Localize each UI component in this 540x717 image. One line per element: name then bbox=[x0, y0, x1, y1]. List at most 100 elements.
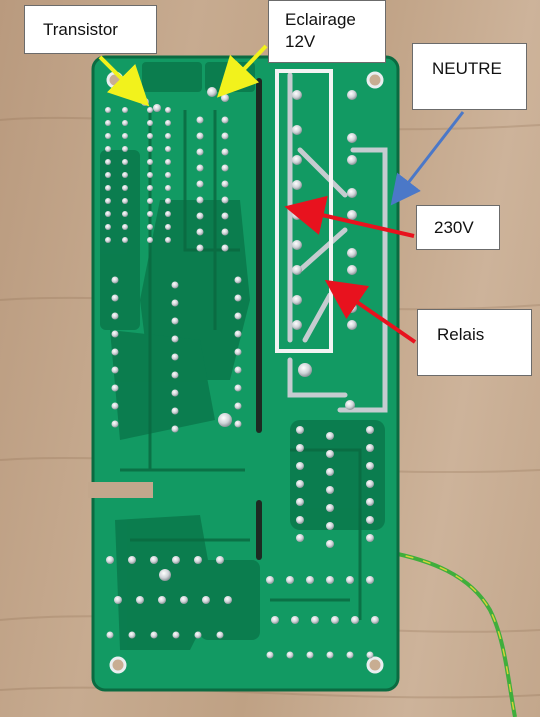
solder-pad bbox=[122, 159, 128, 165]
solder-pad bbox=[366, 534, 374, 542]
solder-pad bbox=[147, 211, 153, 217]
solder-pad bbox=[194, 631, 202, 639]
solder-pad bbox=[296, 534, 304, 542]
solder-pad bbox=[311, 616, 319, 624]
solder-pad bbox=[105, 211, 111, 217]
solder-pad bbox=[292, 155, 302, 165]
solder-pad bbox=[105, 159, 111, 165]
solder-pad bbox=[165, 211, 171, 217]
callout-transistor: Transistor bbox=[24, 5, 157, 54]
solder-pad bbox=[147, 237, 153, 243]
solder-pad bbox=[172, 631, 180, 639]
solder-pad bbox=[366, 651, 374, 659]
solder-pad bbox=[326, 432, 334, 440]
solder-pad bbox=[147, 133, 153, 139]
solder-pad bbox=[266, 651, 274, 659]
solder-pad bbox=[196, 164, 204, 172]
solder-pad bbox=[234, 312, 242, 320]
solder-pad bbox=[296, 462, 304, 470]
solder-pad bbox=[194, 556, 202, 564]
solder-pad bbox=[291, 616, 299, 624]
solder-pad bbox=[111, 312, 119, 320]
solder-pad bbox=[171, 335, 179, 343]
ground-wire-stripe bbox=[387, 551, 516, 717]
solder-pad bbox=[196, 132, 204, 140]
solder-pad bbox=[347, 248, 357, 258]
relay-highlight-box bbox=[275, 69, 333, 353]
callout-neutre: NEUTRE bbox=[412, 43, 527, 110]
solder-pad bbox=[122, 237, 128, 243]
callout-eclairage: Eclairage 12V bbox=[268, 0, 386, 63]
solder-pad bbox=[147, 107, 153, 113]
solder-pad bbox=[347, 265, 357, 275]
solder-pad bbox=[122, 146, 128, 152]
solder-pad bbox=[306, 576, 314, 584]
solder-pad bbox=[150, 556, 158, 564]
solder-pad bbox=[147, 172, 153, 178]
solder-pad bbox=[128, 631, 136, 639]
solder-pad bbox=[292, 320, 302, 330]
solder-pad bbox=[105, 107, 111, 113]
solder-pad bbox=[292, 90, 302, 100]
solder-pad bbox=[326, 450, 334, 458]
solder-pad bbox=[105, 172, 111, 178]
solder-pad bbox=[171, 317, 179, 325]
pcb-traces bbox=[120, 110, 362, 620]
solder-pad bbox=[171, 407, 179, 415]
solder-pad bbox=[122, 211, 128, 217]
arrow-icon bbox=[98, 55, 150, 107]
solder-pad bbox=[106, 631, 114, 639]
ground-wire bbox=[387, 550, 517, 717]
solder-pad bbox=[171, 371, 179, 379]
solder-pad bbox=[296, 498, 304, 506]
solder-pad bbox=[306, 651, 314, 659]
solder-pads bbox=[105, 87, 379, 659]
arrow-icon bbox=[284, 195, 415, 238]
solder-pad bbox=[122, 133, 128, 139]
solder-pad bbox=[366, 576, 374, 584]
solder-pad bbox=[105, 198, 111, 204]
solder-pad bbox=[371, 616, 379, 624]
solder-pad bbox=[292, 240, 302, 250]
solder-pad bbox=[196, 244, 204, 252]
solder-pad bbox=[105, 185, 111, 191]
solder-pad bbox=[221, 196, 229, 204]
solder-pad bbox=[221, 228, 229, 236]
solder-pad bbox=[165, 159, 171, 165]
solder-pad bbox=[234, 366, 242, 374]
solder-pad bbox=[218, 413, 232, 427]
solder-pad bbox=[298, 363, 312, 377]
solder-pad bbox=[172, 556, 180, 564]
solder-pad bbox=[196, 180, 204, 188]
solder-pad bbox=[366, 498, 374, 506]
callout-relais: Relais bbox=[417, 309, 532, 376]
solder-pad bbox=[347, 90, 357, 100]
solder-pad bbox=[171, 299, 179, 307]
solder-pad bbox=[122, 107, 128, 113]
solder-pad bbox=[122, 185, 128, 191]
solder-pad bbox=[111, 384, 119, 392]
solder-pad bbox=[147, 120, 153, 126]
solder-pad bbox=[114, 596, 122, 604]
solder-pad bbox=[221, 116, 229, 124]
solder-pad bbox=[216, 631, 224, 639]
solder-pad bbox=[122, 198, 128, 204]
solder-pad bbox=[271, 616, 279, 624]
solder-pad bbox=[286, 651, 294, 659]
solder-pad bbox=[326, 651, 334, 659]
callout-230v: 230V bbox=[416, 205, 500, 250]
solder-pad bbox=[326, 486, 334, 494]
solder-pad bbox=[216, 556, 224, 564]
solder-pad bbox=[351, 616, 359, 624]
callout-eclairage-line2: 12V bbox=[285, 32, 316, 51]
solder-pad bbox=[165, 198, 171, 204]
solder-pad bbox=[234, 294, 242, 302]
solder-pad bbox=[147, 146, 153, 152]
solder-pad bbox=[366, 516, 374, 524]
solder-pad bbox=[165, 133, 171, 139]
solder-pad bbox=[296, 444, 304, 452]
solder-pad bbox=[105, 224, 111, 230]
solder-pad bbox=[111, 366, 119, 374]
solder-pad bbox=[347, 320, 357, 330]
solder-pad bbox=[296, 516, 304, 524]
